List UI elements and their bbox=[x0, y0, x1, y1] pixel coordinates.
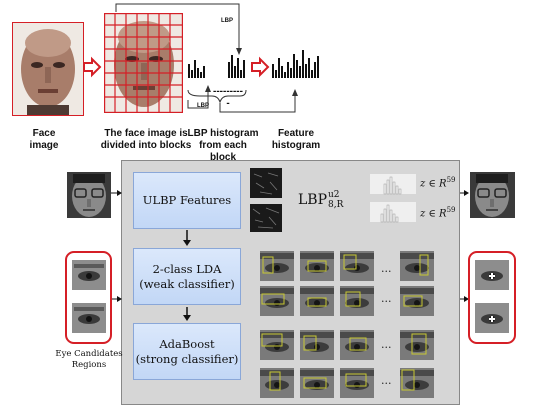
mini-histogram-1 bbox=[370, 174, 416, 195]
eye-region-thumb bbox=[340, 330, 374, 360]
top-diagram-connectors bbox=[83, 3, 319, 113]
ellipsis-row-4: ... bbox=[381, 374, 392, 387]
eye-region-thumb bbox=[260, 368, 294, 398]
face-image bbox=[12, 22, 84, 116]
eye-region-thumb bbox=[300, 286, 334, 316]
eye-region-thumb bbox=[340, 286, 374, 316]
adaboost-strong-classifier-box: AdaBoost(strong classifier) bbox=[133, 323, 241, 380]
eye-region-thumb bbox=[300, 368, 334, 398]
eye-region-thumb bbox=[260, 251, 294, 281]
ulbp-features-box: ULBP Features bbox=[133, 172, 241, 229]
eye-candidate-2 bbox=[72, 303, 106, 333]
output-face-image bbox=[470, 172, 515, 218]
lbp-texture-image-1 bbox=[250, 168, 282, 198]
eye-region-thumb bbox=[400, 368, 434, 398]
ellipsis-row-3: ... bbox=[381, 338, 392, 351]
mini-histogram-2 bbox=[370, 202, 416, 223]
feature-vector-label-1: z ∈ R59 bbox=[420, 176, 456, 190]
lbp-texture-image-2 bbox=[250, 204, 282, 232]
eye-region-thumb bbox=[340, 368, 374, 398]
detected-eyes-frame bbox=[468, 251, 516, 344]
feature-vector-label-2: z ∈ R59 bbox=[420, 206, 456, 220]
detected-eye-1 bbox=[475, 260, 509, 290]
histogram-dashes: ---------- bbox=[213, 86, 243, 109]
eye-region-thumb bbox=[400, 330, 434, 360]
input-face-image bbox=[67, 172, 111, 218]
eye-region-thumb bbox=[260, 330, 294, 360]
red-arrow-1 bbox=[83, 56, 102, 78]
eye-region-thumb bbox=[260, 286, 294, 316]
lbp-connector-top bbox=[115, 3, 240, 52]
eye-candidates-frame bbox=[65, 251, 112, 344]
block-histogram-2 bbox=[228, 55, 245, 78]
eye-candidate-1 bbox=[72, 260, 106, 290]
eye-region-thumb bbox=[400, 286, 434, 316]
eye-region-thumb bbox=[300, 251, 334, 281]
lbp-tag-bottom: LBP bbox=[197, 103, 209, 109]
detected-eye-2 bbox=[475, 303, 509, 333]
lbp-tag-top: LBP bbox=[221, 18, 233, 24]
red-arrow-2 bbox=[251, 56, 270, 78]
lbp-connector-bottom bbox=[187, 88, 209, 109]
eye-region-thumb bbox=[340, 251, 374, 281]
lda-weak-classifier-box: 2-class LDA(weak classifier) bbox=[133, 248, 241, 305]
eye-region-thumb bbox=[400, 251, 434, 281]
histogram-brace bbox=[187, 89, 247, 104]
ellipsis-row-2: ... bbox=[381, 292, 392, 305]
ellipsis-row-1: ... bbox=[381, 262, 392, 275]
block-histogram-1 bbox=[188, 60, 205, 78]
face-blocks-image bbox=[104, 13, 183, 113]
feature-histogram bbox=[272, 50, 319, 78]
eye-region-thumb bbox=[300, 330, 334, 360]
